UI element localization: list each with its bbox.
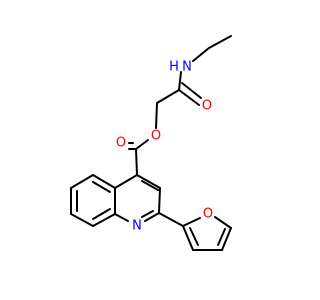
bond-c4-c3-inner (141, 180, 159, 191)
bond-c3-c2 (158, 187, 161, 214)
bond-c4a-c5 (92, 174, 116, 189)
bond-furan-c3-c2-inner (189, 227, 199, 246)
bond-c8-c8a (92, 213, 116, 227)
bond-amide-c-o-2 (181, 82, 202, 99)
bond-ch2-ester-o (155, 102, 158, 129)
bond-amide-c-o-1 (178, 89, 200, 106)
bond-c2-n1-inner (141, 210, 154, 218)
atom-ethyl-h: H (169, 60, 179, 75)
bond-c2-n1 (144, 212, 160, 222)
molecule-diagram: N H O O O N O (70, 35, 232, 251)
bonds (70, 35, 232, 251)
bond-furan-c2-o (182, 217, 201, 227)
bond-n-amide-c (178, 71, 182, 91)
bond-c8-c8a-inner (92, 208, 111, 220)
bond-ethyl-ch2-n (192, 47, 210, 62)
bond-furan-c3-c2 (182, 225, 194, 251)
atom-ethyl-n: N (182, 60, 192, 75)
bond-furan-c5-c4-inner (217, 228, 226, 246)
bond-c4-c3 (136, 174, 161, 189)
atom-furan-o: O (203, 207, 213, 222)
atom-ester-o-double: O (116, 136, 126, 151)
bond-ester-o-c (135, 139, 149, 150)
bond-ester-c-c4 (135, 148, 138, 176)
bond-c5-c6 (70, 174, 94, 189)
bond-n1-c8a (114, 213, 129, 222)
atom-ester-o: O (151, 129, 161, 144)
bond-c7-c8 (70, 213, 94, 227)
bond-ethyl-ch3-ch2 (208, 35, 232, 49)
bond-amide-c-ch2 (156, 89, 180, 104)
bond-furan-c5-c4 (221, 227, 232, 251)
bond-c2-furan (158, 212, 184, 227)
bond-c4a-c4 (114, 174, 138, 189)
atom-labels: N H O O O N O (116, 60, 213, 234)
bond-c4a-c5-inner (92, 181, 111, 193)
bond-furan-o-c5 (214, 216, 232, 229)
atom-quinoline-n: N (132, 219, 142, 234)
atom-amide-o: O (202, 99, 212, 114)
